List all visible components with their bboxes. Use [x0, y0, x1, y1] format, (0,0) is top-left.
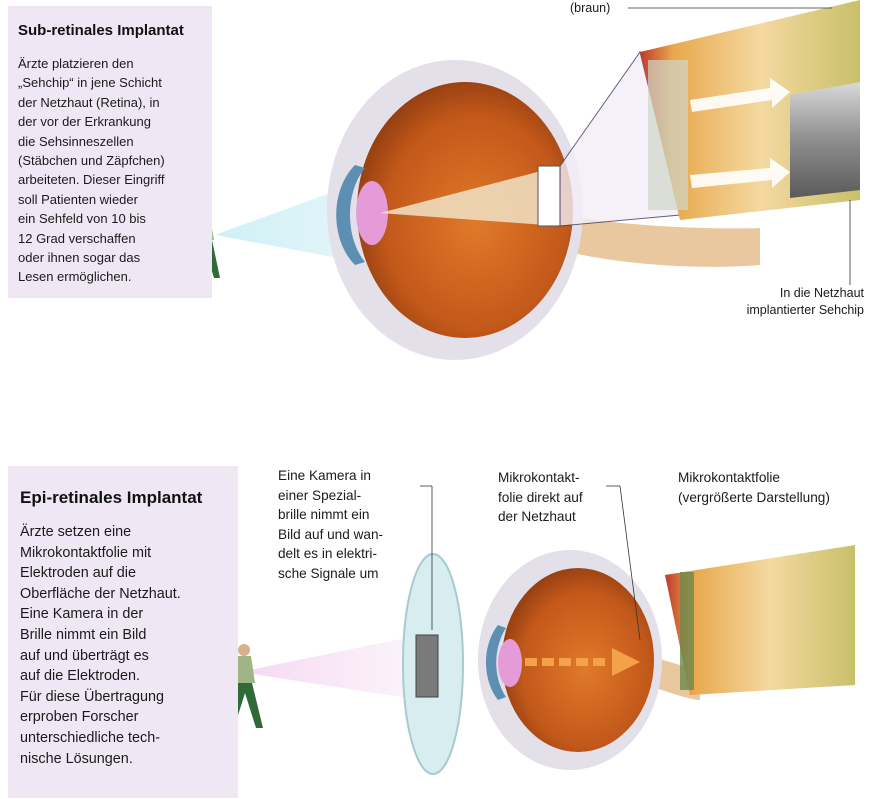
panel-title-epiretinal: Epi-retinales Implantat: [20, 488, 202, 508]
inverted-image-top: [648, 60, 688, 210]
panel-title-subretinal: Sub-retinales Implantat: [18, 22, 184, 39]
man-shirt-bottom: [237, 656, 255, 683]
sehchip: [790, 82, 860, 198]
info-panel-epiretinal: Epi-retinales Implantat Ärzte setzen ein…: [8, 466, 238, 798]
retina-image-top: [538, 166, 560, 226]
label-braun: (braun): [570, 0, 610, 16]
panel-body-epiretinal: Ärzte setzen eine Mikrokontaktfolie mit …: [20, 522, 181, 769]
eye-lens-bottom: [498, 639, 522, 687]
camera-chip: [416, 635, 438, 697]
man-head-bottom: [238, 644, 250, 656]
folie-strip: [680, 572, 694, 690]
tissue-magnified-bottom: [665, 545, 855, 695]
label-sehchip: In die Netzhaut implantierter Sehchip: [716, 285, 864, 319]
label-camera: Eine Kamera in einer Spezial- brille nim…: [278, 466, 383, 584]
label-vergroesserte-darstellung: Mikrokontaktfolie (vergrößerte Darstellu…: [678, 468, 830, 507]
light-beam-bottom: [240, 635, 420, 700]
label-mikrokontaktfolie: Mikrokontakt- folie direkt auf der Netzh…: [498, 468, 583, 527]
panel-body-subretinal: Ärzte platzieren den „Sehchip“ in jene S…: [18, 54, 165, 287]
info-panel-subretinal: Sub-retinales Implantat Ärzte platzieren…: [8, 6, 212, 298]
